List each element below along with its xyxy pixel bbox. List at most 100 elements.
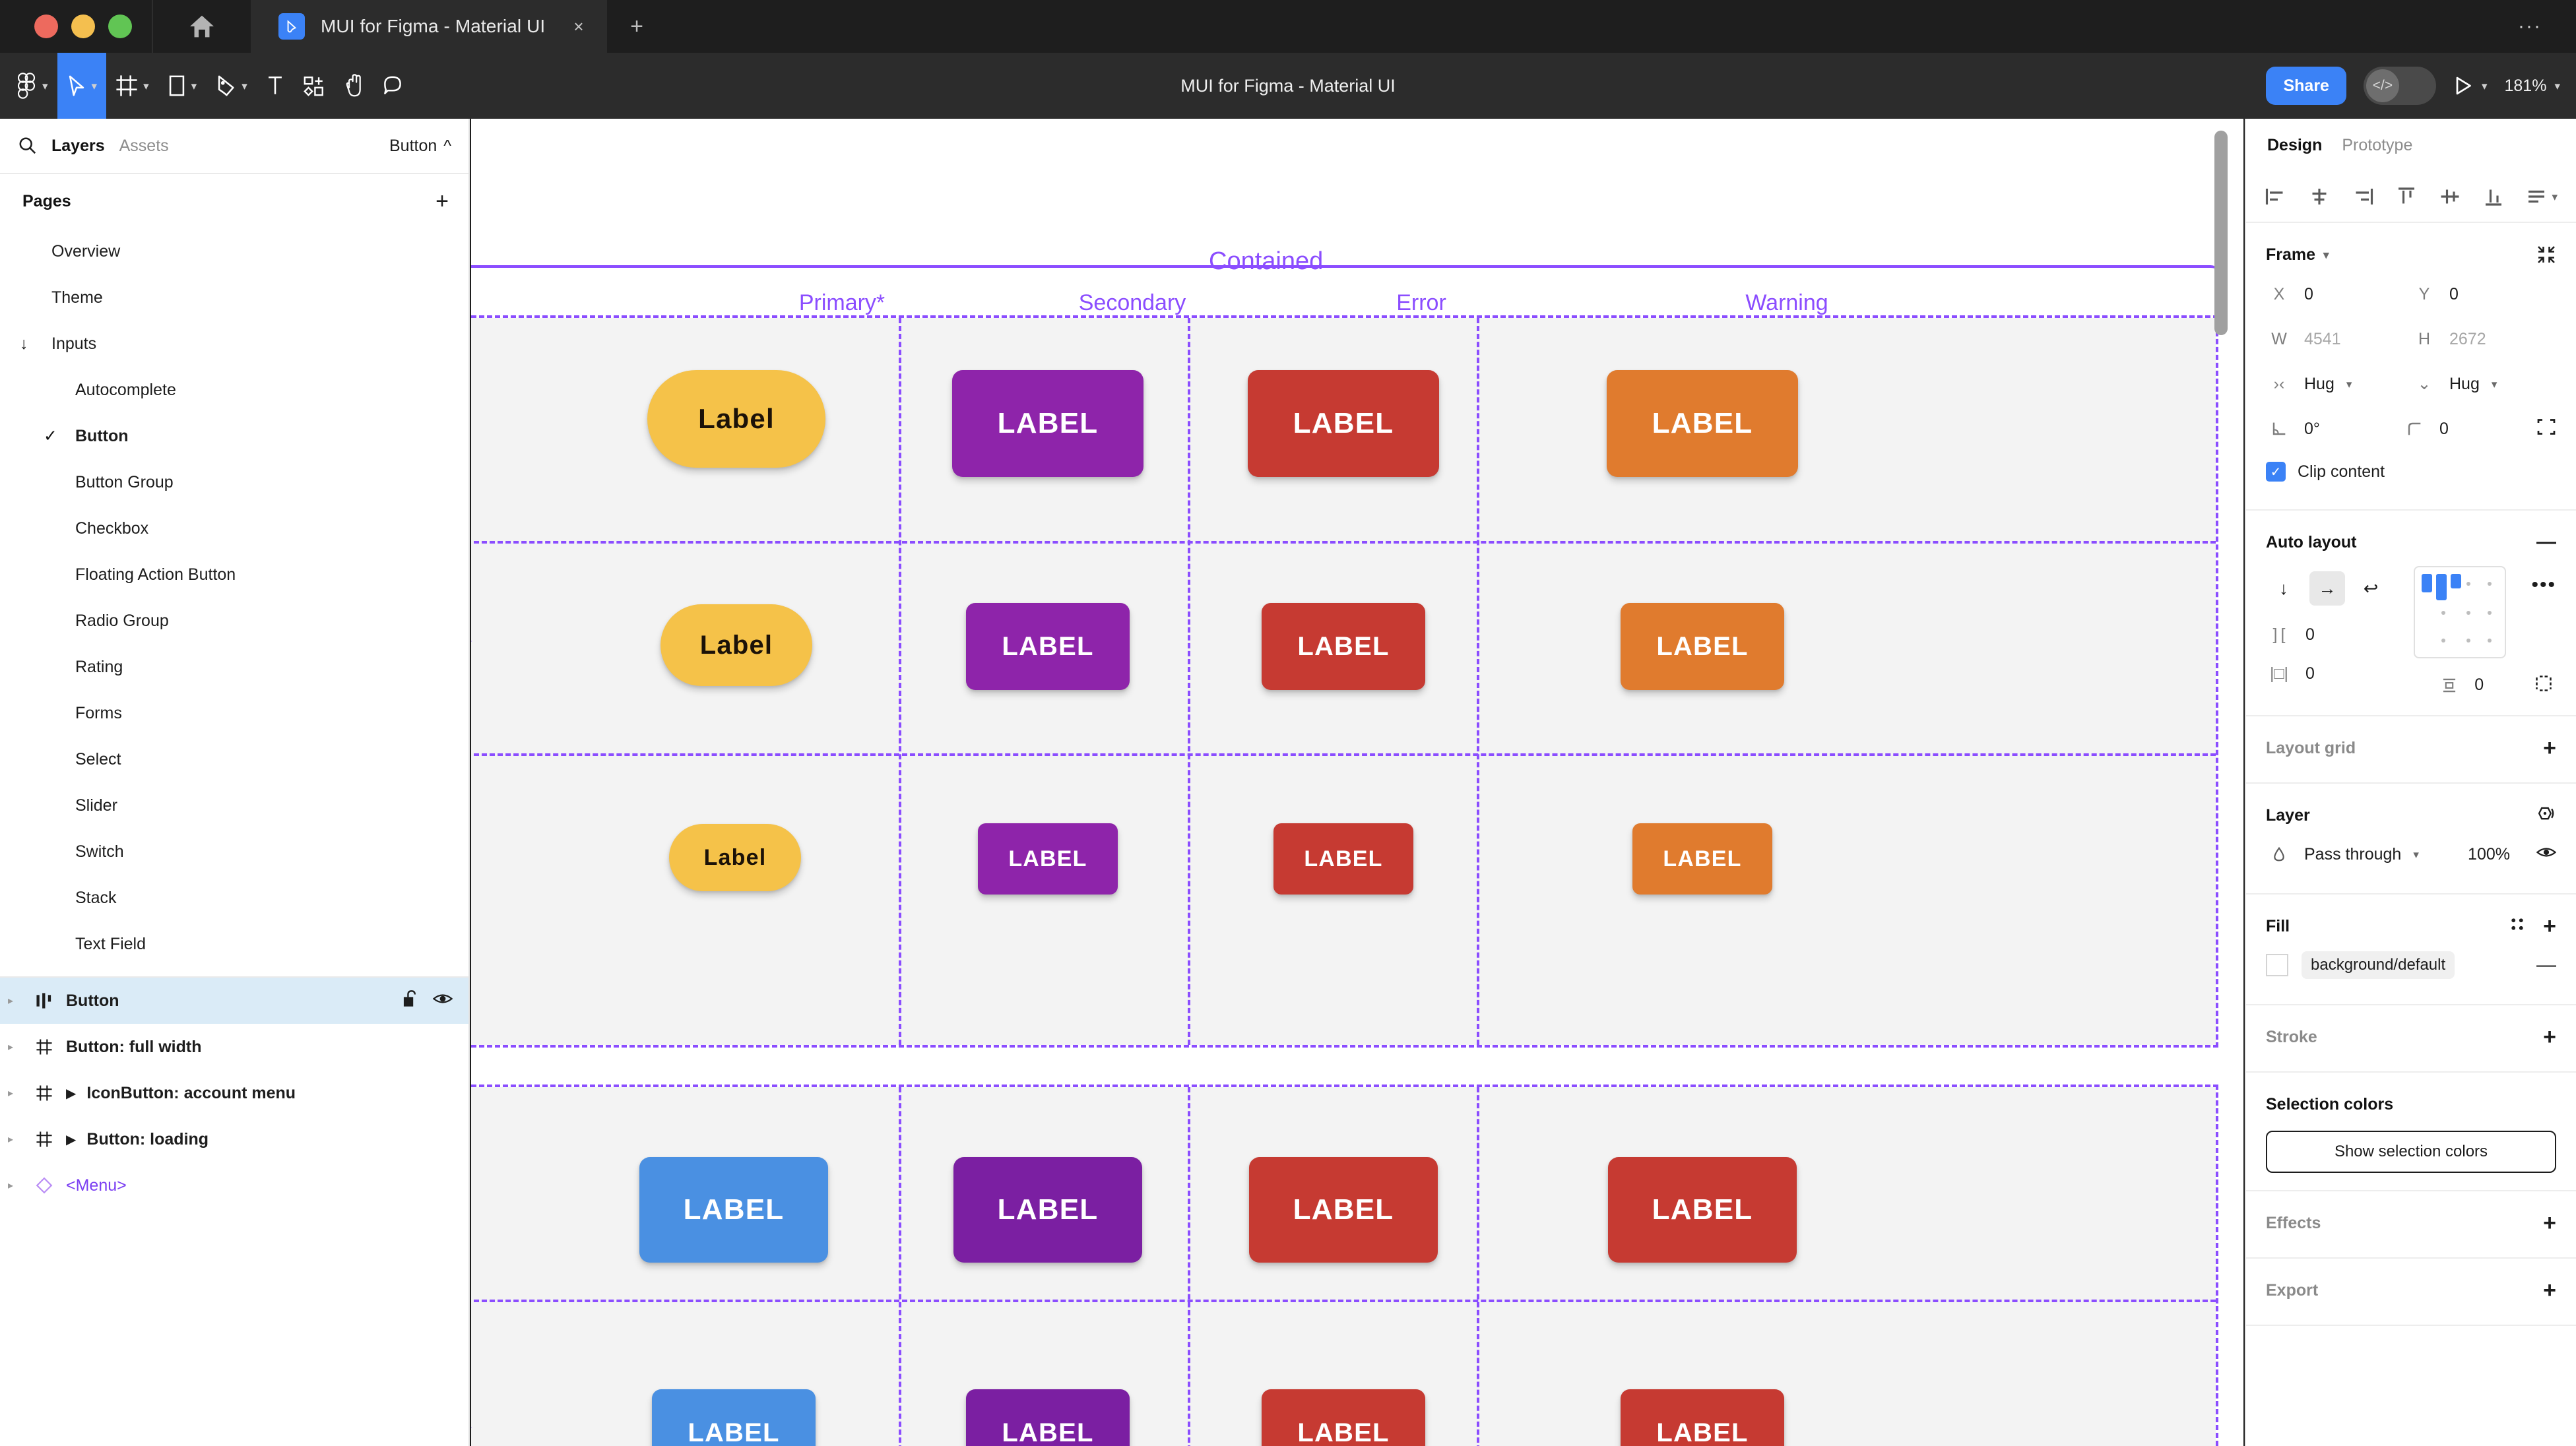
maximize-window-button[interactable] bbox=[108, 15, 132, 38]
present-group[interactable]: ▾ bbox=[2453, 76, 2488, 96]
button-variant[interactable]: LABEL bbox=[1632, 823, 1772, 895]
zoom-control[interactable]: 181% ▾ bbox=[2505, 77, 2561, 96]
expand-caret-icon[interactable]: ▸ bbox=[8, 995, 14, 1007]
chevron-down-icon[interactable]: ▾ bbox=[2323, 248, 2329, 261]
page-item-floating-action-button[interactable]: Floating Action Button bbox=[0, 551, 468, 598]
add-export-icon[interactable]: + bbox=[2543, 1278, 2556, 1303]
button-variant[interactable]: LABEL bbox=[1248, 370, 1439, 477]
tab-prototype[interactable]: Prototype bbox=[2342, 135, 2413, 154]
page-item-forms[interactable]: Forms bbox=[0, 690, 468, 736]
direction-wrap-icon[interactable]: ↩ bbox=[2363, 578, 2379, 598]
align-left-icon[interactable] bbox=[2265, 187, 2287, 206]
remove-fill-icon[interactable]: — bbox=[2536, 954, 2556, 976]
unlock-icon[interactable] bbox=[402, 990, 417, 1012]
rotation-field[interactable]: 0° bbox=[2266, 420, 2401, 439]
button-variant[interactable]: LABEL bbox=[966, 603, 1130, 690]
direction-horizontal-icon[interactable]: → bbox=[2309, 571, 2345, 606]
layer-row[interactable]: ▸▶Button: loading bbox=[0, 1116, 468, 1162]
share-button[interactable]: Share bbox=[2266, 67, 2346, 105]
page-item-theme[interactable]: Theme bbox=[0, 274, 468, 321]
button-variant[interactable]: LABEL bbox=[1607, 370, 1798, 477]
close-window-button[interactable] bbox=[34, 15, 58, 38]
direction-vertical-icon[interactable]: ↓ bbox=[2279, 578, 2288, 598]
align-right-icon[interactable] bbox=[2352, 187, 2374, 206]
minimize-window-button[interactable] bbox=[71, 15, 95, 38]
button-variant[interactable]: LABEL bbox=[652, 1389, 816, 1446]
button-variant[interactable]: LABEL bbox=[1262, 603, 1425, 690]
fill-swatch[interactable] bbox=[2266, 954, 2288, 976]
button-variant[interactable]: LABEL bbox=[1262, 1389, 1425, 1446]
button-variant[interactable]: LABEL bbox=[952, 370, 1143, 477]
page-item-button[interactable]: ✓Button bbox=[0, 413, 468, 459]
alignment-grid-icon[interactable] bbox=[2414, 566, 2507, 658]
page-item-rating[interactable]: Rating bbox=[0, 644, 468, 690]
child-expand-icon[interactable]: ▶ bbox=[66, 1132, 77, 1147]
page-item-slider[interactable]: Slider bbox=[0, 782, 468, 829]
button-variant[interactable]: LABEL bbox=[639, 1157, 828, 1263]
align-horizontal-center-icon[interactable] bbox=[2308, 187, 2331, 206]
button-variant[interactable]: LABEL bbox=[978, 823, 1118, 895]
button-variant[interactable]: Label bbox=[660, 604, 812, 686]
height-field[interactable]: H 2672 bbox=[2411, 330, 2556, 349]
layer-row[interactable]: ▸<Menu> bbox=[0, 1162, 468, 1209]
move-tool-icon[interactable]: ▾ bbox=[57, 53, 107, 119]
add-layout-grid-icon[interactable]: + bbox=[2543, 736, 2556, 761]
horizontal-padding-field[interactable]: |□| 0 bbox=[2266, 664, 2389, 683]
blend-mode-value[interactable]: Pass through bbox=[2304, 844, 2402, 864]
chevron-down-icon[interactable]: ▾ bbox=[2413, 848, 2419, 861]
design-canvas[interactable]: Contained Primary* Secondary Error Warni… bbox=[471, 119, 2243, 1446]
auto-layout-more-icon[interactable]: ••• bbox=[2531, 574, 2556, 596]
search-icon[interactable] bbox=[18, 137, 37, 155]
child-expand-icon[interactable]: ▶ bbox=[66, 1086, 77, 1101]
new-tab-button[interactable]: + bbox=[630, 13, 643, 39]
style-picker-icon[interactable] bbox=[2509, 916, 2526, 937]
align-top-icon[interactable] bbox=[2395, 187, 2418, 206]
tab-design[interactable]: Design bbox=[2267, 135, 2323, 154]
add-fill-icon[interactable]: + bbox=[2543, 914, 2556, 939]
remove-auto-layout-icon[interactable]: — bbox=[2536, 531, 2556, 553]
expand-caret-icon[interactable]: ▸ bbox=[8, 1180, 14, 1191]
show-selection-colors-button[interactable]: Show selection colors bbox=[2266, 1131, 2556, 1173]
page-item-inputs[interactable]: ↓Inputs bbox=[0, 321, 468, 367]
clip-content-checkbox[interactable]: ✓ bbox=[2266, 462, 2286, 482]
button-variant[interactable]: Label bbox=[669, 824, 801, 891]
tab-layers[interactable]: Layers bbox=[51, 136, 105, 155]
figma-menu-icon[interactable]: ▾ bbox=[0, 53, 57, 119]
collapse-icon[interactable] bbox=[2536, 245, 2556, 265]
layer-row[interactable]: ▸Button bbox=[0, 978, 468, 1024]
button-variant[interactable]: LABEL bbox=[1621, 603, 1784, 690]
add-effect-icon[interactable]: + bbox=[2543, 1210, 2556, 1236]
tab-assets[interactable]: Assets bbox=[119, 136, 169, 155]
page-item-checkbox[interactable]: Checkbox bbox=[0, 505, 468, 551]
hand-tool-icon[interactable] bbox=[335, 53, 373, 119]
add-page-icon[interactable]: + bbox=[435, 188, 449, 214]
button-variant[interactable]: LABEL bbox=[953, 1157, 1142, 1263]
hug-height-field[interactable]: ⌄ Hug ▾ bbox=[2411, 374, 2556, 394]
width-field[interactable]: W 4541 bbox=[2266, 330, 2411, 349]
page-item-text-field[interactable]: Text Field bbox=[0, 921, 468, 967]
individual-padding-icon[interactable] bbox=[2534, 674, 2554, 698]
button-variant[interactable]: LABEL bbox=[966, 1389, 1130, 1446]
button-variant[interactable]: LABEL bbox=[1249, 1157, 1438, 1263]
page-item-overview[interactable]: Overview bbox=[0, 228, 468, 274]
text-tool-icon[interactable] bbox=[257, 53, 294, 119]
page-item-autocomplete[interactable]: Autocomplete bbox=[0, 367, 468, 413]
layer-settings-icon[interactable] bbox=[2536, 803, 2556, 828]
button-variant[interactable]: LABEL bbox=[1608, 1157, 1797, 1263]
button-variant[interactable]: LABEL bbox=[1273, 823, 1413, 895]
fill-style-name[interactable]: background/default bbox=[2302, 951, 2455, 979]
window-menu-icon[interactable]: ··· bbox=[2518, 15, 2542, 37]
page-selector[interactable]: Button ^ bbox=[389, 137, 451, 156]
layer-row[interactable]: ▸Button: full width bbox=[0, 1024, 468, 1070]
canvas-vertical-scrollbar[interactable] bbox=[2214, 131, 2228, 335]
browser-tab[interactable]: MUI for Figma - Material UI × bbox=[251, 0, 607, 53]
page-item-button-group[interactable]: Button Group bbox=[0, 459, 468, 505]
expand-caret-icon[interactable]: ▸ bbox=[8, 1134, 14, 1145]
gap-field[interactable]: ] [ 0 bbox=[2266, 625, 2389, 644]
opacity-value[interactable]: 100% bbox=[2468, 844, 2510, 864]
align-vertical-center-icon[interactable] bbox=[2439, 187, 2461, 206]
x-field[interactable]: X 0 bbox=[2266, 285, 2411, 304]
align-bottom-icon[interactable] bbox=[2482, 187, 2505, 206]
corner-radius-field[interactable]: 0 bbox=[2401, 420, 2536, 439]
button-variant[interactable]: Label bbox=[647, 370, 825, 468]
